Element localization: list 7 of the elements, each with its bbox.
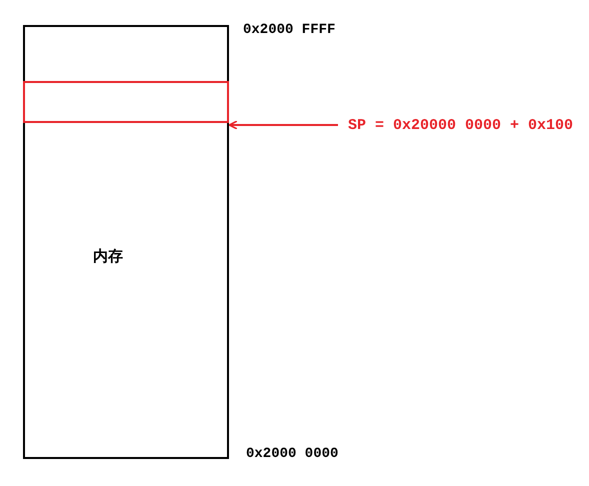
stack-region-box bbox=[23, 81, 229, 123]
sp-formula-text: SP = 0x20000 0000 + 0x100 bbox=[348, 117, 574, 134]
arrow bbox=[228, 120, 338, 130]
memory-block bbox=[23, 25, 229, 459]
address-label: 0x2000 0000 bbox=[246, 446, 338, 462]
address-label: 0x2000 FFFF bbox=[243, 22, 336, 38]
memory-label: 内存 bbox=[93, 247, 123, 266]
